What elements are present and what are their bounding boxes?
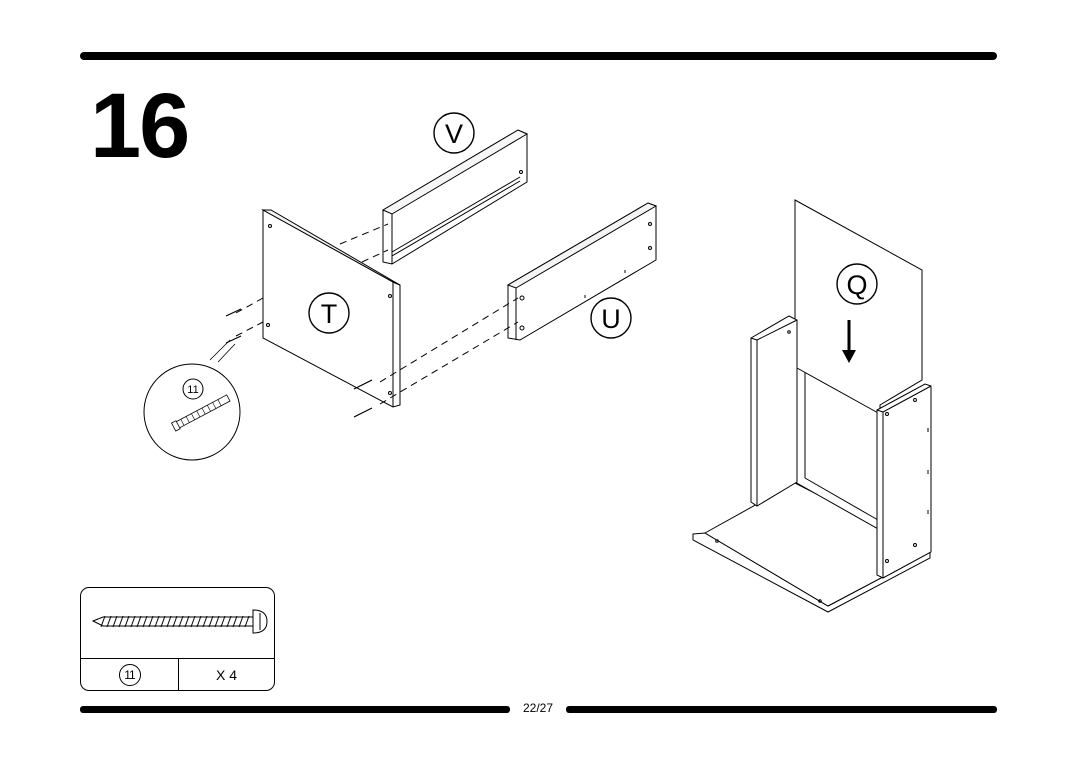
svg-text:U: U bbox=[601, 304, 621, 334]
page-number: 22/27 bbox=[522, 701, 554, 715]
screw-callout: 11 bbox=[143, 339, 241, 461]
step-number: 16 bbox=[90, 75, 190, 177]
svg-text:V: V bbox=[445, 119, 463, 149]
bottom-divider-left bbox=[80, 706, 510, 713]
hardware-table: 11 X 4 bbox=[80, 587, 275, 691]
part-label-t: T bbox=[308, 292, 350, 334]
right-assembly bbox=[692, 199, 932, 613]
panel-u bbox=[506, 202, 658, 341]
part-label-u: U bbox=[590, 297, 632, 339]
screw-icon bbox=[91, 609, 268, 634]
hardware-id-label: 11 bbox=[118, 664, 141, 687]
arrow-down-icon bbox=[842, 320, 856, 363]
svg-text:11: 11 bbox=[187, 384, 198, 396]
svg-text:T: T bbox=[321, 299, 338, 329]
top-divider bbox=[80, 52, 997, 60]
svg-text:Q: Q bbox=[846, 270, 867, 300]
part-label-v: V bbox=[433, 112, 475, 154]
hardware-row: 11 X 4 bbox=[81, 658, 274, 690]
alignment-lines bbox=[235, 223, 519, 405]
hardware-quantity: X 4 bbox=[215, 667, 237, 683]
part-label-q: Q bbox=[836, 263, 878, 305]
hardware-id: 11 bbox=[81, 659, 179, 690]
bottom-divider-right bbox=[566, 706, 997, 713]
panel-v bbox=[381, 129, 529, 265]
